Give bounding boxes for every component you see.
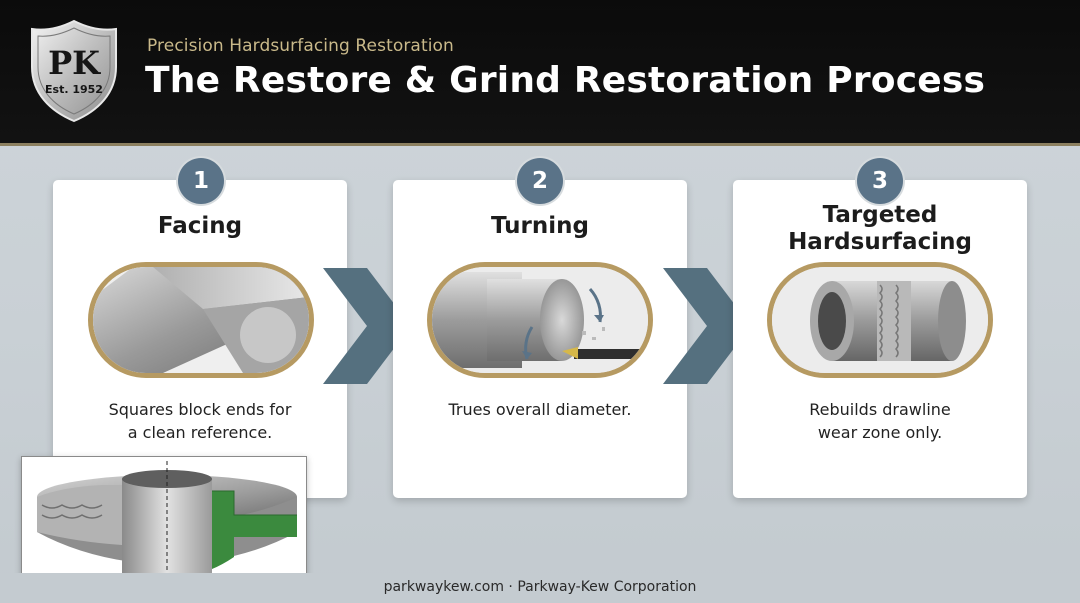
square-block-end-image (88, 262, 314, 378)
hardsurfaced-ring-image (767, 262, 993, 378)
step-title: Facing (157, 213, 243, 239)
step-description: Trues overall diameter. (448, 400, 632, 419)
step-title: Targeted Hardsurfacing (788, 202, 972, 255)
page-title: The Restore & Grind Restoration Process (145, 60, 986, 101)
step-number-badge: 2 (517, 158, 563, 204)
step-description: Squares block ends for a clean reference… (108, 400, 292, 442)
header-divider (0, 143, 1080, 146)
footer-text: parkwaykew.com · Parkway-Kew Corporation (383, 579, 697, 595)
header-bar: PK Est. 1952 Precision Hardsurfacing Res… (0, 0, 1080, 143)
step-number-badge: 3 (857, 158, 903, 204)
step-number-badge: 1 (178, 158, 224, 204)
header-subtitle: Precision Hardsurfacing Restoration (147, 36, 454, 56)
ring-cross-section-image (21, 456, 307, 584)
footer-bar: parkwaykew.com · Parkway-Kew Corporation (0, 573, 1080, 603)
chevron-right-icon (663, 268, 751, 384)
logo-letters: PK (48, 44, 101, 82)
logo-established: Est. 1952 (45, 83, 103, 96)
step-description: Rebuilds drawline wear zone only. (809, 400, 951, 442)
pk-logo-shield: PK Est. 1952 (28, 19, 120, 123)
step-title: Turning (491, 213, 589, 239)
chevron-right-icon (323, 268, 411, 384)
turning-lathe-image (427, 262, 653, 378)
